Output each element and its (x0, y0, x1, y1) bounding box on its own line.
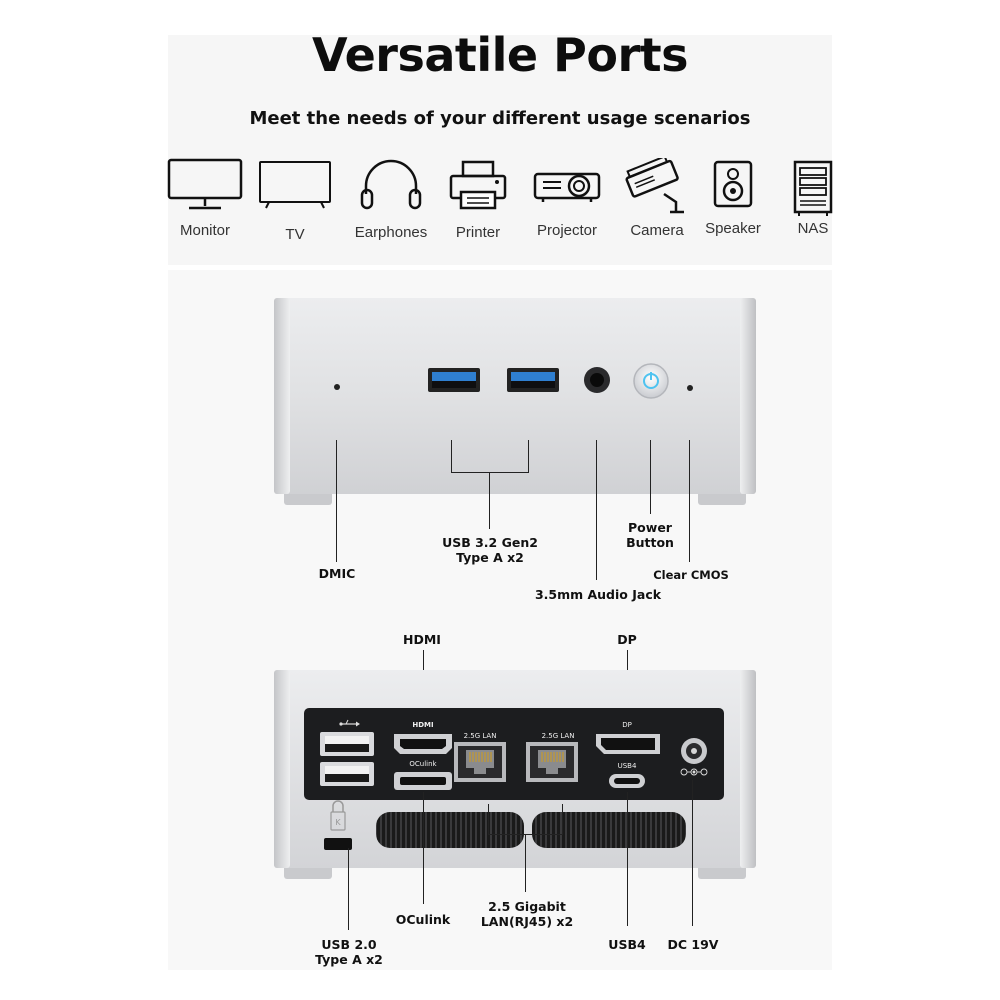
lan-port-1 (454, 742, 506, 782)
usb32-label: USB 3.2 Gen2 Type A x2 (420, 535, 560, 565)
scenario-label: Earphones (354, 224, 428, 241)
dp-port-label: DP (622, 721, 632, 729)
scenario-projector: Projector (522, 158, 612, 239)
hdmi-port-label: HDMI (412, 721, 433, 729)
usb32-bracket-left (451, 440, 452, 473)
vent-right (532, 812, 686, 848)
lan-label-line2: LAN(RJ45) x2 (480, 914, 574, 929)
usb4-leader (627, 792, 628, 926)
usb20-leader (348, 848, 349, 930)
nas-icon (793, 160, 833, 216)
lan-port-2 (526, 742, 578, 782)
usb4-port (609, 774, 645, 788)
usb20-port-1 (320, 732, 374, 756)
rear-view: HDMI OCulink 2.5G LAN 2.5G LAN (274, 670, 756, 879)
scenario-tv: TV (250, 158, 340, 243)
front-view (274, 298, 756, 505)
lan-label: 2.5 Gigabit LAN(RJ45) x2 (462, 899, 592, 929)
usb20-label-line2: Type A x2 (315, 952, 383, 967)
camera-icon (625, 158, 684, 214)
projector-icon (533, 172, 601, 202)
audio-leader (596, 440, 597, 580)
power-button[interactable] (633, 363, 669, 399)
dp-port (596, 734, 660, 754)
scenario-speaker: Speaker (688, 158, 778, 237)
power-label-line1: Power (628, 520, 672, 535)
clear-cmos-hole[interactable] (687, 385, 693, 391)
scenario-label: TV (285, 226, 305, 243)
scenario-nas: NAS (768, 158, 858, 237)
oculink-port-label: OCulink (409, 760, 437, 768)
lan-leader (525, 834, 526, 892)
scenario-label: Speaker (705, 220, 761, 237)
usb32-port-1 (428, 368, 480, 392)
dc-polarity-icon (680, 768, 708, 776)
power-label: Power Button (615, 520, 685, 550)
audio-label: 3.5mm Audio Jack (534, 587, 662, 602)
clear-cmos-label: Clear CMOS (653, 568, 729, 582)
lan-label-line1: 2.5 Gigabit (488, 899, 566, 914)
lan1-port-label: 2.5G LAN (464, 732, 497, 740)
scenario-camera: Camera (612, 158, 702, 239)
scenario-printer: Printer (433, 158, 523, 241)
oculink-port (394, 772, 452, 790)
page-subtitle: Meet the needs of your different usage s… (249, 108, 751, 129)
usb4-port-label: USB4 (618, 762, 637, 770)
earphones-icon (360, 159, 422, 210)
scenario-earphones: Earphones (346, 158, 436, 241)
scenario-monitor: Monitor (160, 158, 250, 239)
dmic-leader (336, 440, 337, 562)
usb32-bracket-right (528, 440, 529, 473)
dc-label: DC 19V (667, 937, 719, 952)
hdmi-port (394, 734, 452, 754)
lan-bracket-left (488, 804, 489, 834)
page-title: Versatile Ports (312, 28, 689, 82)
hdmi-label: HDMI (403, 632, 441, 647)
scenario-label: Camera (630, 222, 684, 239)
header-panel (168, 35, 832, 265)
usb20-label-line1: USB 2.0 (321, 937, 377, 952)
vent-left (376, 812, 524, 848)
oculink-label: OCulink (395, 912, 451, 927)
dmic-hole (334, 384, 340, 390)
monitor-icon (167, 158, 243, 210)
lock-slot (324, 838, 352, 850)
usb20-symbol-icon (339, 719, 360, 727)
usb32-label-line2: Type A x2 (456, 550, 524, 565)
scenario-label: Projector (536, 222, 598, 239)
usb32-port-2 (507, 368, 559, 392)
tv-icon (259, 161, 331, 209)
usb20-label: USB 2.0 Type A x2 (300, 937, 398, 967)
lan2-port-label: 2.5G LAN (542, 732, 575, 740)
lan-bracket-right (562, 804, 563, 834)
dp-label: DP (617, 632, 637, 647)
audio-jack (584, 367, 610, 393)
usb32-label-line1: USB 3.2 Gen2 (442, 535, 538, 550)
power-leader (650, 440, 651, 514)
dc-in-port (681, 738, 707, 764)
usb32-bracket-bottom (451, 472, 529, 473)
svg-text:K: K (335, 818, 341, 827)
printer-icon (449, 160, 507, 210)
cmos-leader (689, 440, 690, 562)
kensington-lock-icon: K (330, 800, 346, 831)
usb4-label: USB4 (608, 937, 646, 952)
dmic-label: DMIC (318, 566, 356, 581)
scenario-label: NAS (797, 220, 829, 237)
power-label-line2: Button (626, 535, 674, 550)
dc-leader (692, 780, 693, 926)
scenario-label: Monitor (179, 222, 231, 239)
usb20-port-2 (320, 762, 374, 786)
scenario-label: Printer (455, 224, 501, 241)
speaker-icon (713, 160, 753, 208)
oculink-leader (423, 792, 424, 904)
usb32-leader (489, 472, 490, 529)
